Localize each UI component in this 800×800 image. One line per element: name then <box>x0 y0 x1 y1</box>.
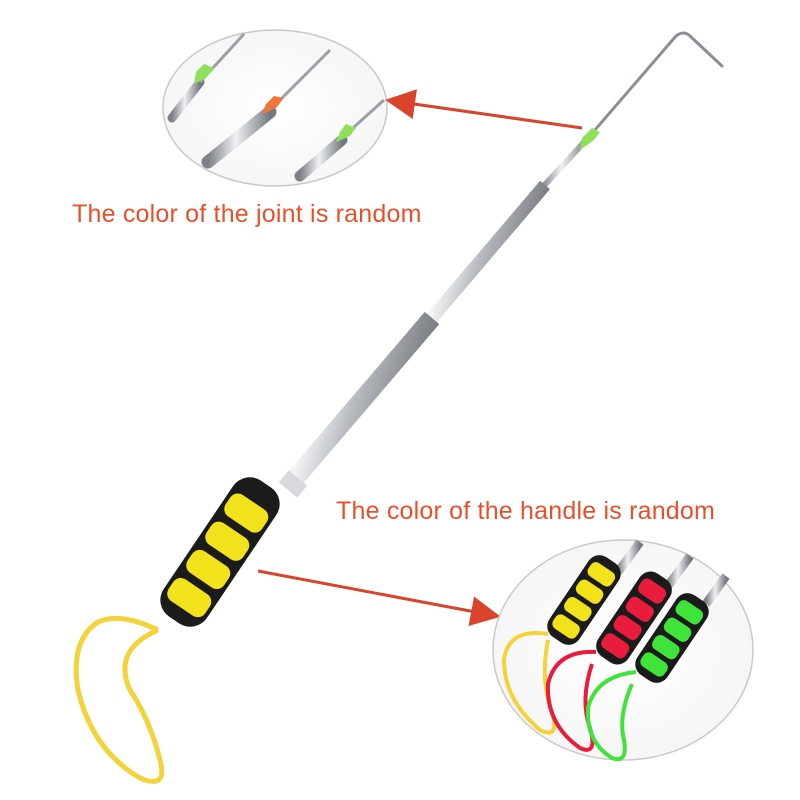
main-joint <box>580 128 600 150</box>
joint-rod-2 <box>201 48 332 169</box>
pointer-arrow-handle <box>257 569 501 626</box>
joint-rod-3 <box>294 98 386 182</box>
joint-rod-1 <box>167 32 246 123</box>
handle-detail-inset <box>492 539 754 762</box>
main-lanyard <box>73 615 165 784</box>
joint-color-caption: The color of the joint is random <box>72 200 422 228</box>
hook-tip <box>586 31 724 140</box>
joint-detail-inset <box>162 29 388 187</box>
telescoping-hook-stick <box>73 31 724 784</box>
inset-handle-green <box>585 573 730 762</box>
pointer-arrow-joint <box>385 89 583 130</box>
main-handle <box>160 477 280 627</box>
handle-color-caption: The color of the handle is random <box>336 497 716 525</box>
inset-handle-yellow <box>501 539 644 735</box>
